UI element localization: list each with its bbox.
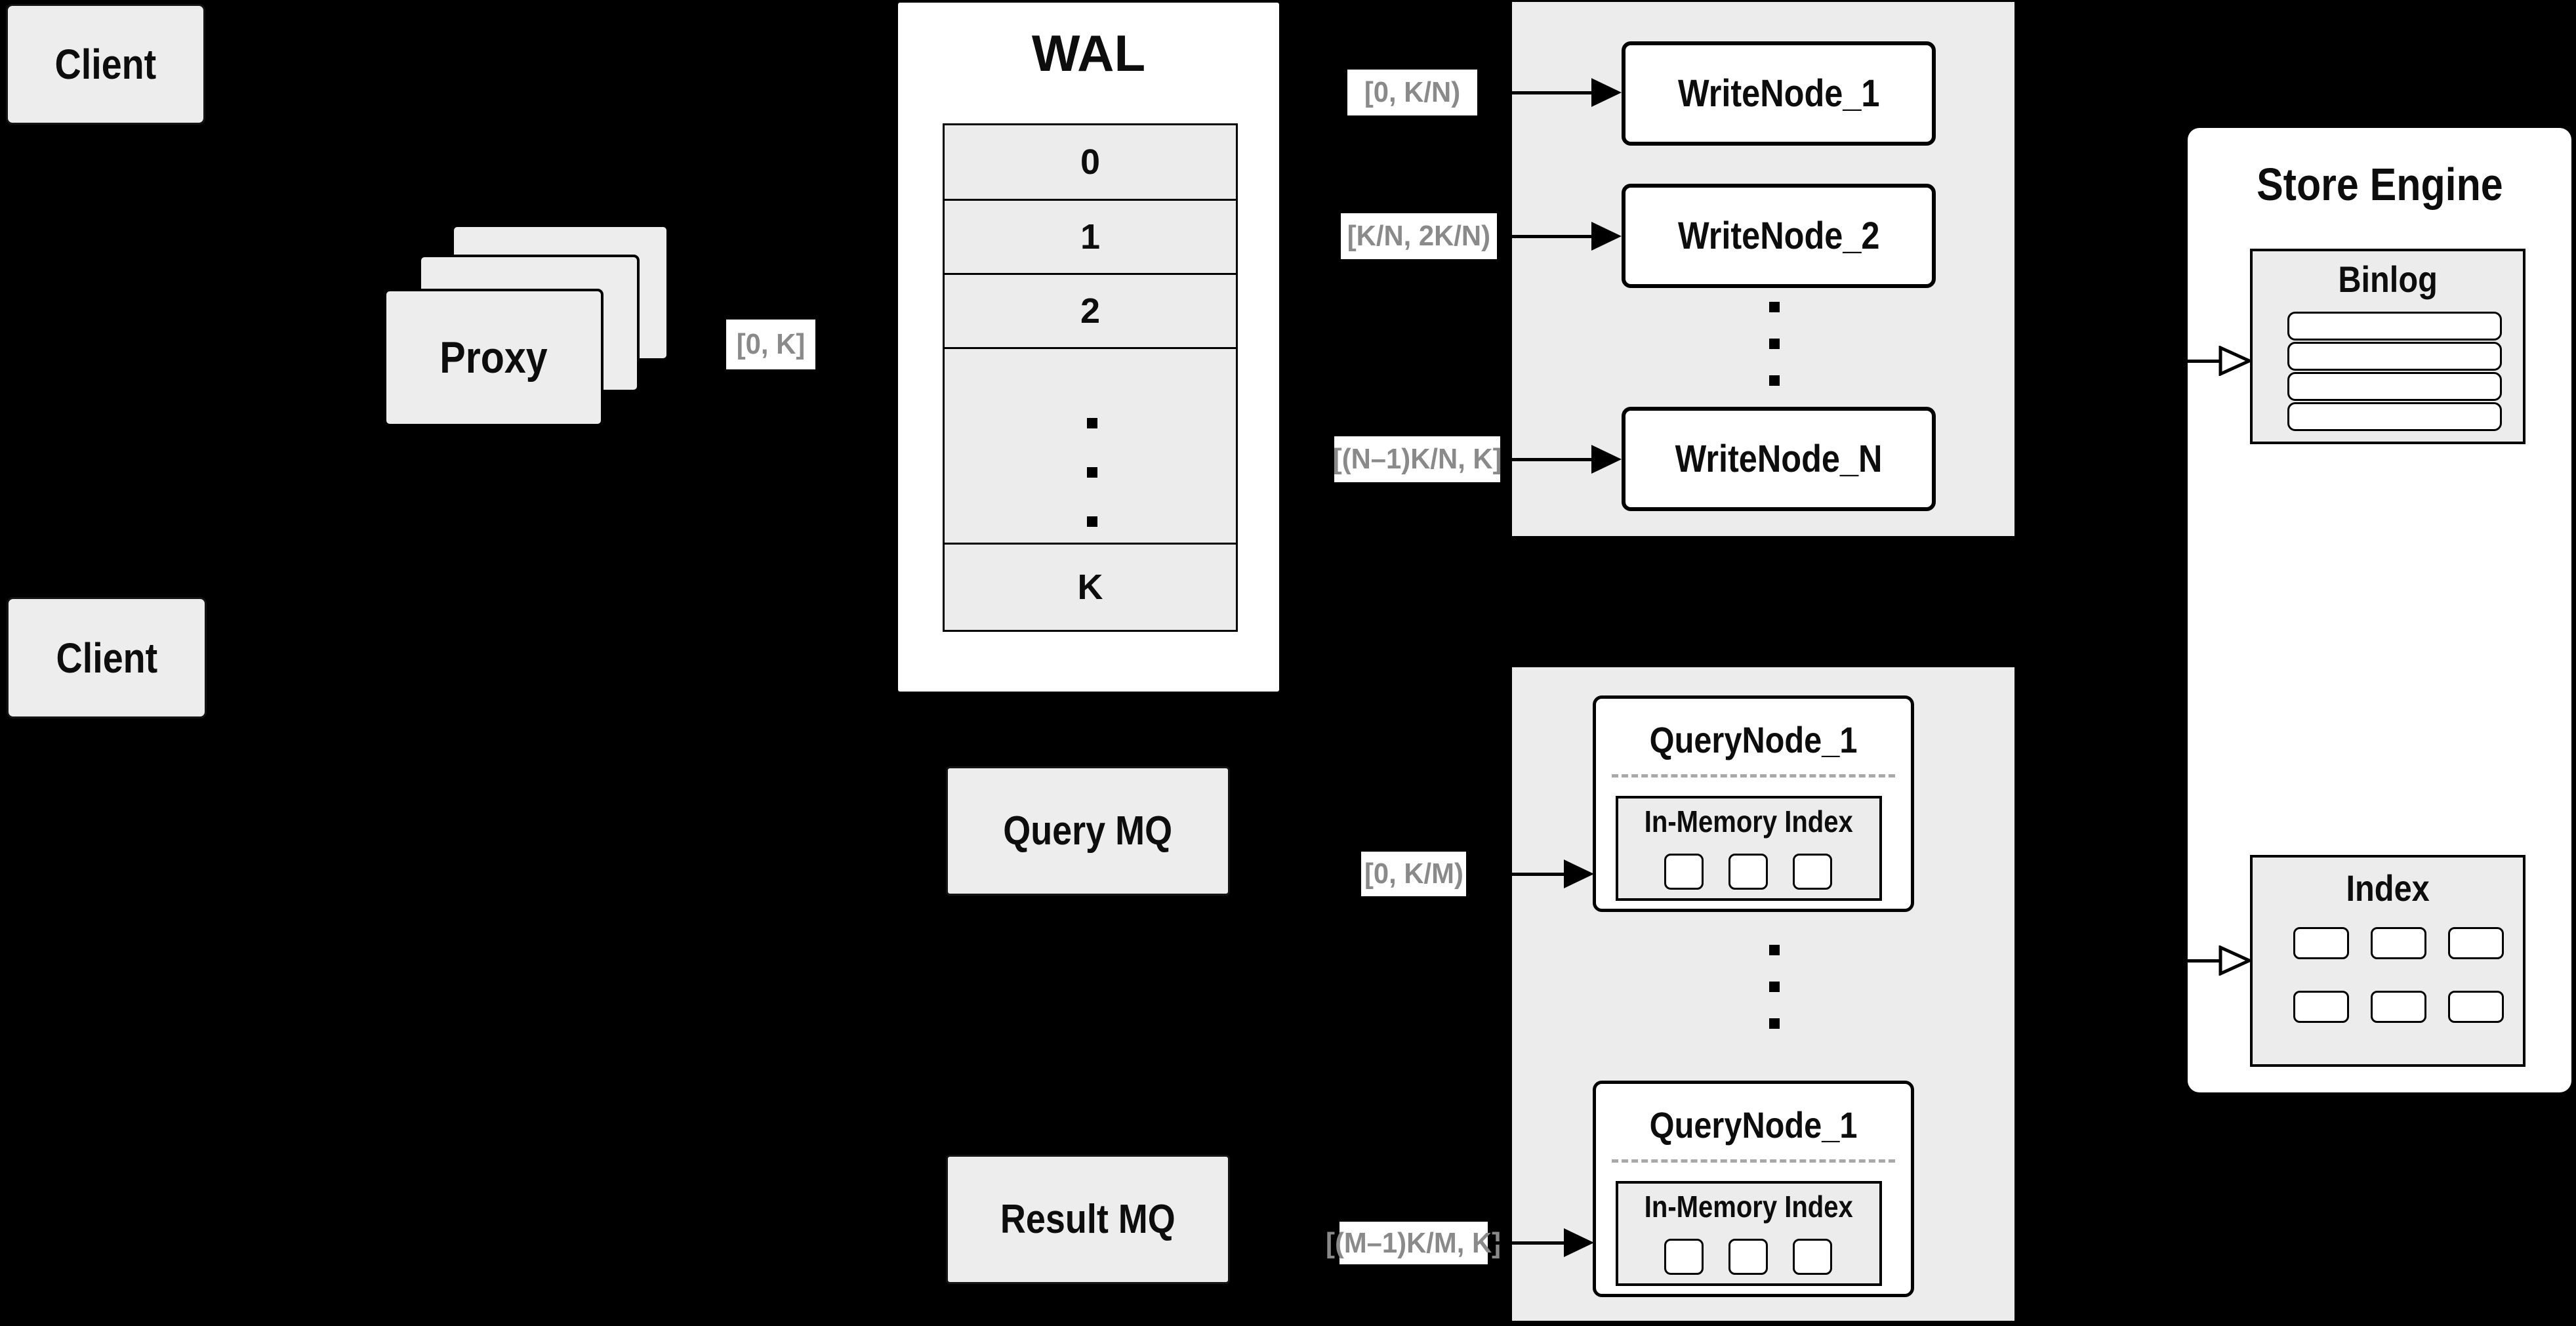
index-box: Index (2250, 855, 2525, 1067)
wal-row-1: 1 (945, 201, 1236, 275)
writenode-box-2: WriteNode_2 (1622, 184, 1936, 288)
ellipsis-dot (1769, 339, 1780, 349)
ellipsis-dot (1087, 516, 1097, 527)
writenode-ellipsis-dots (1769, 302, 1780, 394)
querynode-top-divider (1612, 774, 1895, 777)
writenode-n-label: WriteNode_N (1675, 438, 1883, 480)
querynode-bottom-title: QueryNode_1 (1649, 1104, 1858, 1146)
binlog-box: Binlog (2250, 249, 2525, 444)
proxy-label: Proxy (440, 333, 548, 383)
client-bottom-label: Client (56, 634, 157, 682)
arrow-binlog-open-head-icon (2218, 346, 2251, 376)
client-box-bottom: Client (7, 597, 207, 718)
index-cell (2371, 927, 2426, 959)
binlog-row (2287, 372, 2502, 401)
arrow-index-line (2140, 959, 2222, 963)
ellipsis-dot (1087, 418, 1097, 428)
wal-title-wrap: WAL (898, 24, 1279, 83)
range-label-write-1: [0, K/N) (1347, 70, 1477, 115)
querynode-bottom-divider (1612, 1159, 1895, 1163)
range-label-query-1: [0, K/M) (1361, 852, 1466, 896)
binlog-row (2287, 312, 2502, 341)
in-memory-title-wrap: In-Memory Index (1618, 804, 1879, 839)
ellipsis-dot (1769, 945, 1780, 955)
wal-table: 0 1 2 K (943, 123, 1238, 632)
index-cell (2293, 927, 2349, 959)
proxy-card-front: Proxy (384, 289, 603, 426)
query-mq-box: Query MQ (946, 766, 1230, 896)
client-top-label: Client (54, 41, 157, 88)
range-label-proxy: [0, K] (726, 320, 815, 369)
result-mq-box: Result MQ (946, 1155, 1230, 1284)
querynode-top-title: QueryNode_1 (1649, 719, 1858, 760)
wal-box: WAL 0 1 2 K (898, 3, 1279, 692)
arrow-write-1-line (1479, 91, 1593, 94)
memory-segment (1793, 1239, 1832, 1275)
memory-segment (1728, 854, 1768, 890)
arrow-query-1-head (1564, 860, 1594, 888)
querynode-ellipsis-dots (1769, 945, 1780, 1037)
arrow-query-m-head (1564, 1228, 1594, 1257)
writenode-box-1: WriteNode_1 (1622, 41, 1936, 146)
arrow-write-2-line (1498, 235, 1593, 238)
arrow-query-m-line (1489, 1241, 1566, 1245)
range-label-query-m: [(M–1)K/M, K] (1326, 1222, 1502, 1264)
index-title: Index (2346, 867, 2430, 909)
arrow-write-1-head (1591, 78, 1622, 107)
index-cell (2448, 991, 2504, 1023)
in-memory-index-box-top: In-Memory Index (1616, 796, 1882, 901)
store-engine-box: Store Engine Binlog Index (2188, 128, 2571, 1092)
querynode-box-bottom: QueryNode_1 In-Memory Index (1593, 1081, 1914, 1297)
querynode-top-title-wrap: QueryNode_1 (1596, 718, 1911, 761)
memory-segment (1664, 1239, 1704, 1275)
wal-row-k: K (945, 545, 1236, 630)
ellipsis-dot (1087, 467, 1097, 478)
arrow-write-n-head (1591, 445, 1622, 474)
index-cell (2448, 927, 2504, 959)
range-label-write-n: [(N–1)K/N, K] (1333, 436, 1502, 482)
in-memory-index-title-bottom: In-Memory Index (1644, 1190, 1853, 1224)
ellipsis-dot (1769, 375, 1780, 386)
ellipsis-dot (1769, 1018, 1780, 1029)
range-label-write-2: [K/N, 2K/N) (1341, 213, 1497, 259)
client-box-top: Client (6, 4, 205, 125)
binlog-title: Binlog (2338, 259, 2438, 300)
arrow-write-2-head (1591, 222, 1622, 251)
writenode-box-n: WriteNode_N (1622, 407, 1936, 511)
store-engine-title: Store Engine (2256, 159, 2503, 210)
wal-row-ellipsis (945, 349, 1236, 545)
writenode-2-label: WriteNode_2 (1677, 215, 1880, 257)
arrow-query-1-line (1467, 873, 1566, 876)
writenode-1-label: WriteNode_1 (1677, 72, 1880, 115)
query-mq-label: Query MQ (1003, 808, 1173, 854)
in-memory-index-title-top: In-Memory Index (1644, 804, 1853, 839)
ellipsis-dot (1769, 302, 1780, 312)
index-title-wrap: Index (2253, 867, 2523, 909)
ellipsis-dot (1769, 982, 1780, 992)
in-memory-index-box-bottom: In-Memory Index (1616, 1181, 1882, 1286)
memory-segment (1793, 854, 1832, 890)
index-cell (2371, 991, 2426, 1023)
arrow-write-n-line (1502, 458, 1593, 461)
memory-segment (1664, 854, 1704, 890)
arrow-binlog-line (2140, 360, 2222, 363)
binlog-row (2287, 402, 2502, 431)
querynode-bottom-title-wrap: QueryNode_1 (1596, 1104, 1911, 1146)
querynode-box-top: QueryNode_1 In-Memory Index (1593, 695, 1914, 912)
store-engine-title-wrap: Store Engine (2188, 158, 2571, 211)
binlog-row (2287, 342, 2502, 371)
wal-row-2: 2 (945, 275, 1236, 349)
wal-title: WAL (1031, 24, 1146, 82)
index-cell (2293, 991, 2349, 1023)
in-memory-title-wrap: In-Memory Index (1618, 1189, 1879, 1224)
result-mq-label: Result MQ (1000, 1197, 1176, 1242)
arrow-index-open-head-icon (2218, 945, 2251, 976)
memory-segment (1728, 1239, 1768, 1275)
binlog-title-wrap: Binlog (2253, 258, 2523, 300)
wal-row-0: 0 (945, 125, 1236, 201)
